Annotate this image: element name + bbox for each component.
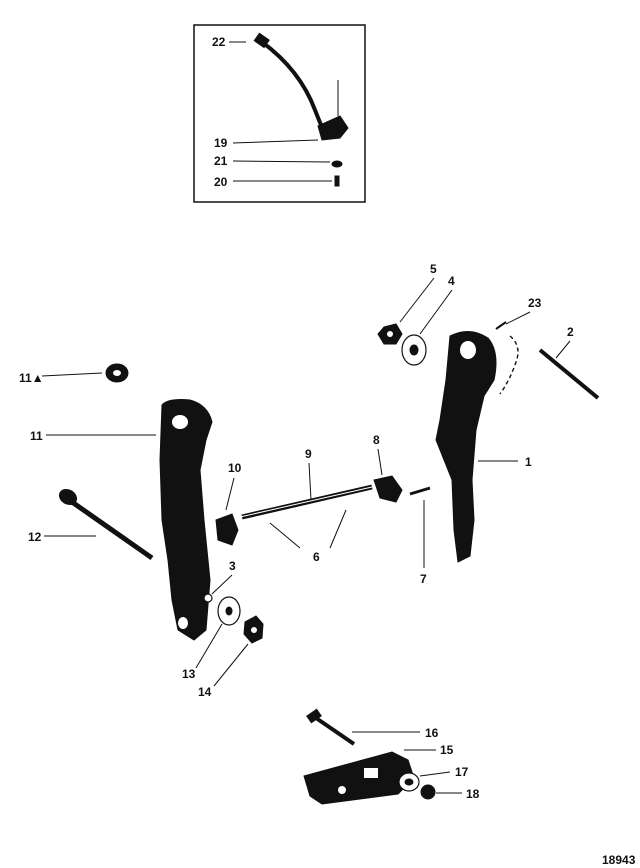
callout-11a: 11▲ [19,371,44,385]
cable-end-terminal [253,32,270,49]
bracket-hole-upper [172,415,188,429]
callout-7: 7 [420,572,427,586]
long-bolt [58,488,154,561]
callout-2: 2 [567,325,574,339]
callout-4: 4 [448,274,455,288]
nut-upper [377,323,403,345]
callout-10: 10 [228,461,242,475]
lead-8 [377,448,383,476]
callout-16: 16 [425,726,439,740]
lead-14 [213,643,249,687]
lead-13 [195,623,223,669]
retainer-part [215,513,239,546]
callout-1: 1 [525,455,532,469]
ground-strap-clamp [317,115,349,141]
callout-22: 22 [212,35,226,49]
spring-part [409,486,431,496]
left-clamp-bracket [159,399,213,641]
tilt-tube-highlight [239,486,373,518]
callout-17: 17 [455,765,469,779]
callout-14: 14 [198,685,212,699]
lead-23 [505,311,531,325]
support-plate [303,751,415,805]
lead-21 [232,160,331,163]
callout-12: 12 [28,530,42,544]
callout-18: 18 [466,787,480,801]
cotter-pin [495,321,507,330]
lead-2 [555,340,571,359]
callout-11: 11 [30,429,43,443]
figure-number: 18943 [602,853,636,867]
lead-17 [419,771,451,777]
lead-5 [399,277,435,323]
lock-block [373,475,403,503]
callout-3: 3 [229,559,236,573]
right-clamp-bracket [435,331,497,563]
lockwasher-part [331,160,343,168]
right-bracket-hole [460,341,476,359]
lead-10 [225,477,235,511]
pin-install-path [499,335,519,395]
plate-bolt [306,708,356,746]
washer-upper [401,334,427,366]
callout-5: 5 [430,262,437,276]
callout-19: 19 [214,136,228,150]
callout-6: 6 [313,550,320,564]
lead-3 [211,574,233,595]
washer-lower [217,596,241,626]
nut-lower [243,615,264,644]
plate-nut [420,784,436,800]
bracket-hole-lower [178,617,188,629]
lead-6 [269,509,347,549]
callout-21: 21 [214,154,228,168]
pivot-pin [538,348,600,400]
callout-15: 15 [440,743,454,757]
callout-13: 13 [182,667,196,681]
callout-9: 9 [305,447,312,461]
screw-part [334,175,340,187]
callout-20: 20 [214,175,228,189]
lead-4 [419,289,453,335]
ground-strap-cable [260,40,328,137]
inset-frame [193,24,366,203]
plate-hole [338,786,346,794]
bushing-part [105,363,129,383]
plate-slot [364,768,378,778]
lead-19 [232,139,319,144]
inset-detail: 22 19 21 20 [193,24,366,203]
lead-9 [308,462,312,501]
lead-11a [41,372,103,377]
callout-8: 8 [373,433,380,447]
plate-washer [398,772,420,792]
callout-23: 23 [528,296,542,310]
o-ring [203,593,213,603]
